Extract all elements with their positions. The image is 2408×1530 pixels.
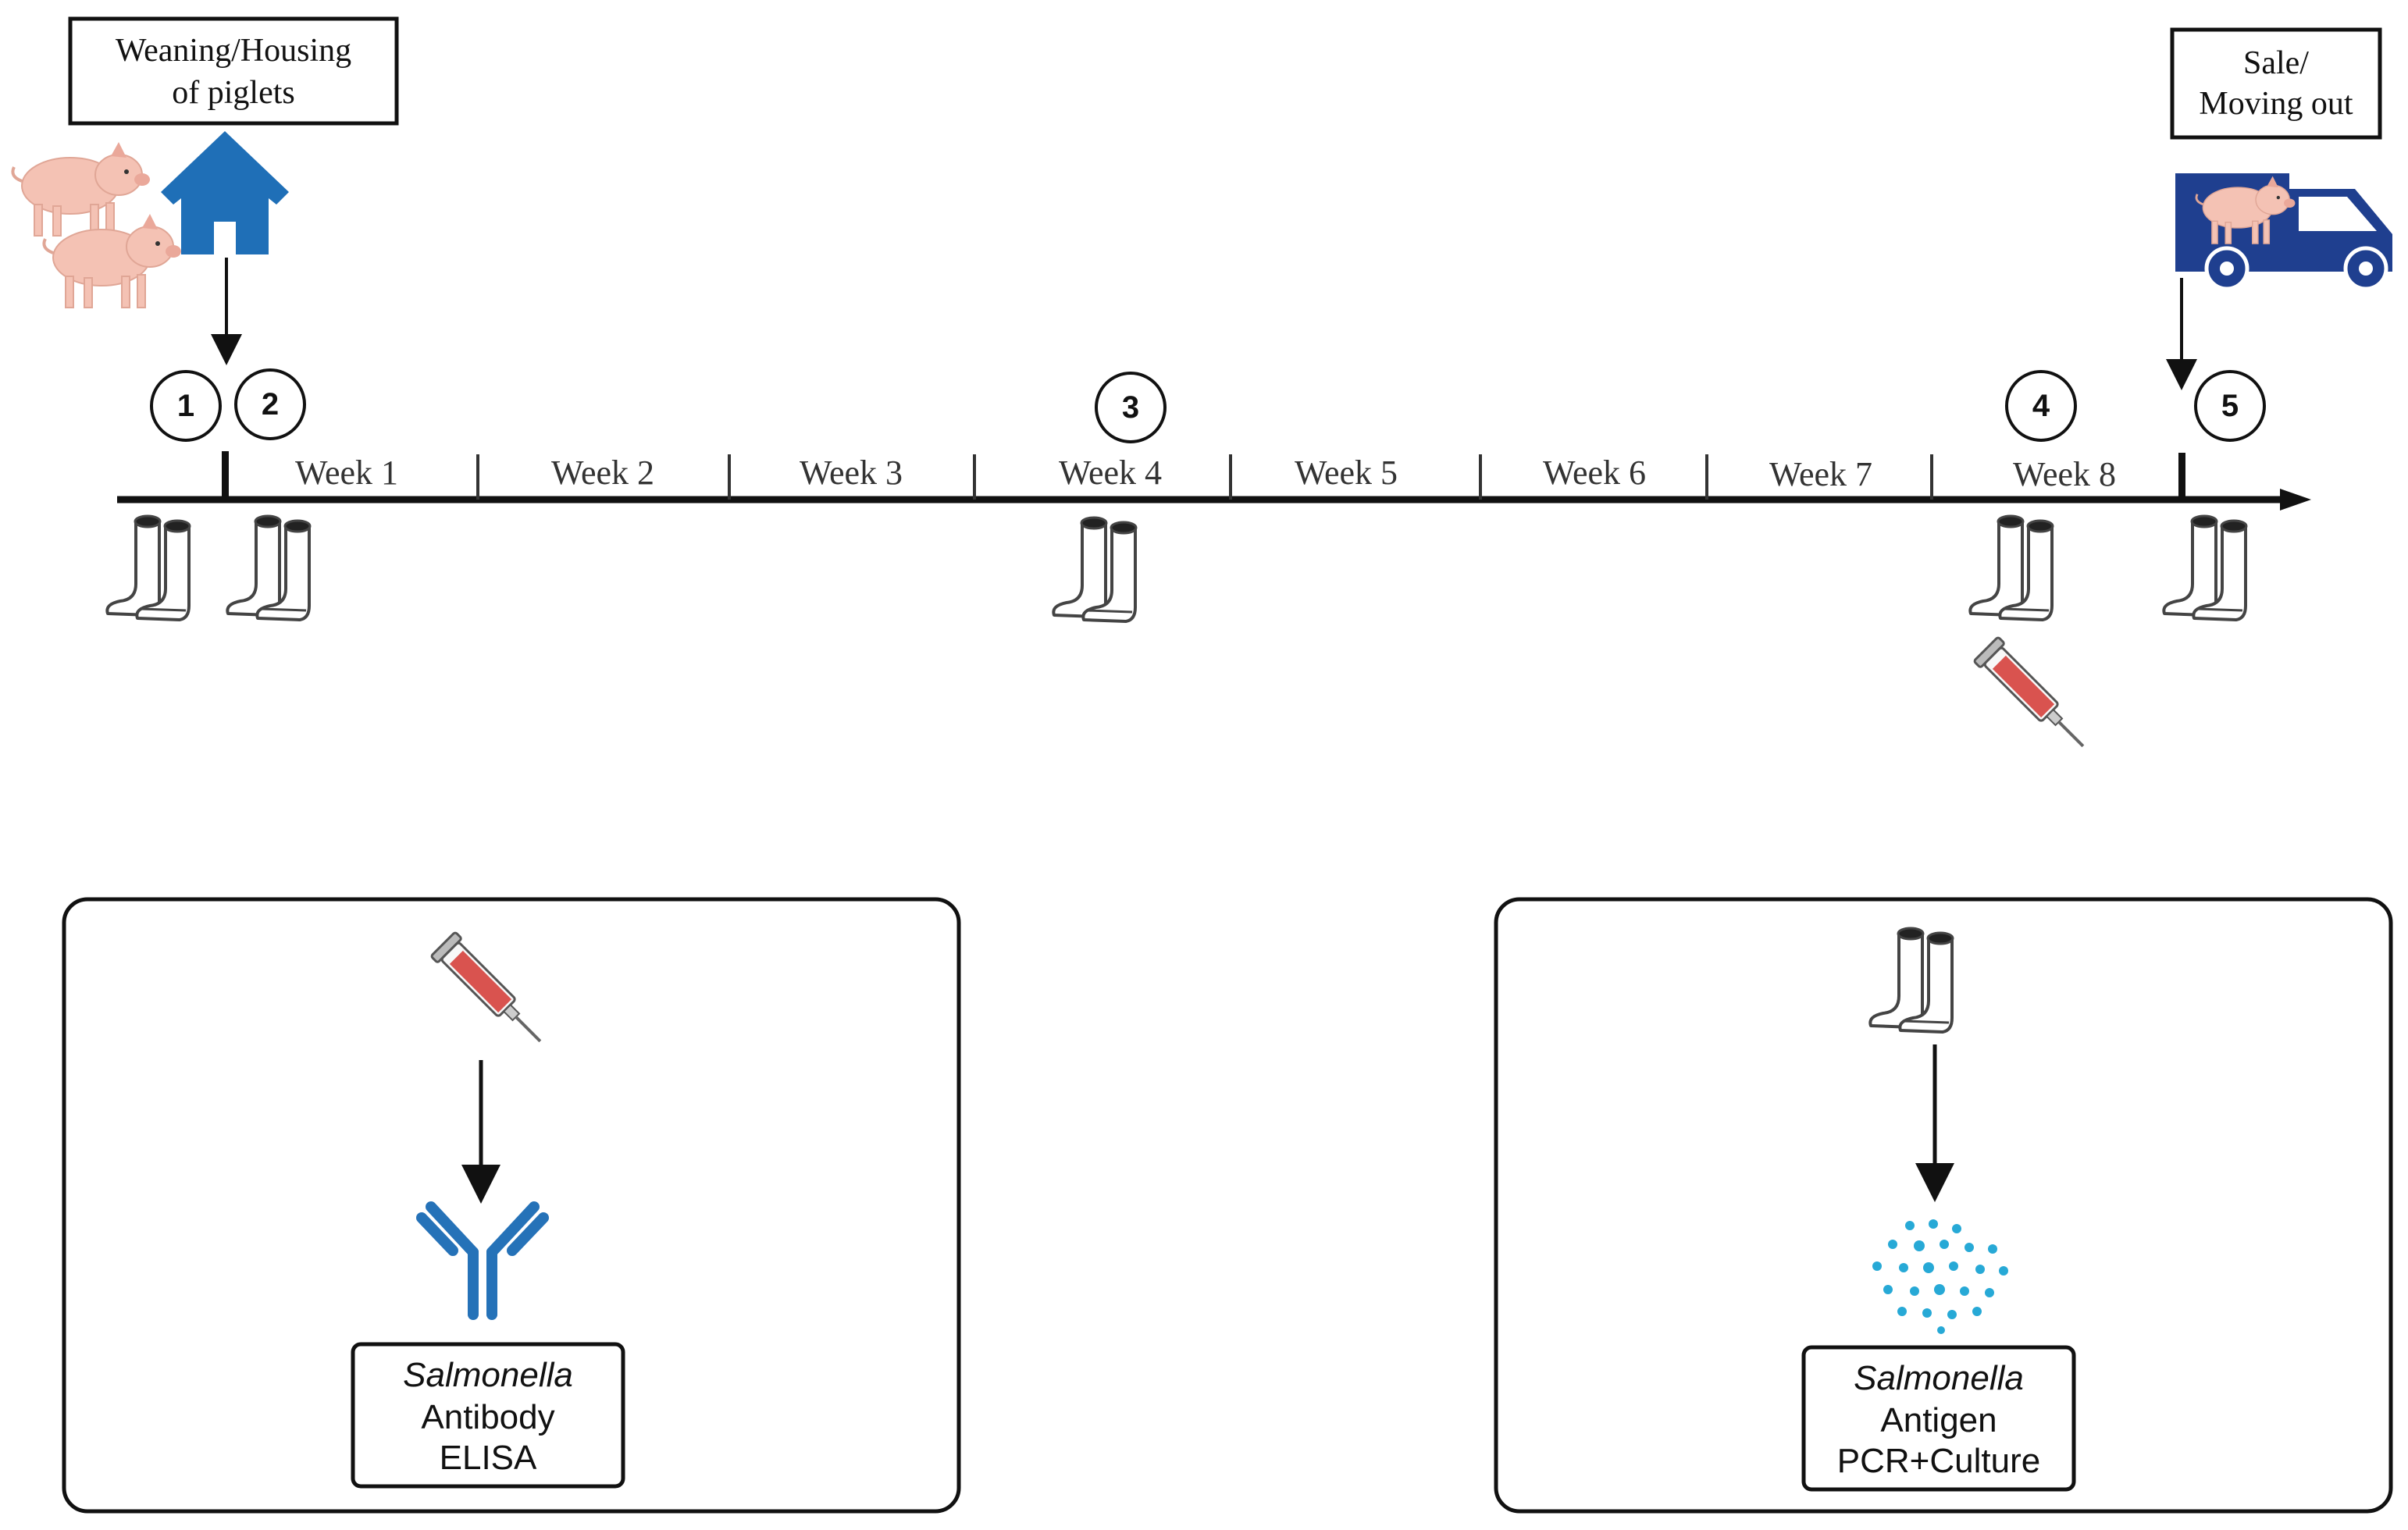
boot-sock-icon [1052,516,1138,623]
antigen-panel: Salmonella Antigen PCR+Culture [1494,897,2393,1514]
antigen-particles-icon [1872,1219,2008,1334]
timeline-end-marker [2178,453,2185,500]
sale-moving-out-label-box: Sale/ Moving out [2170,27,2382,140]
antigen-target: Antigen [1880,1401,1997,1439]
pig-icon-1 [11,141,151,237]
timeline-start-marker [222,451,229,500]
week-label-6: Week 6 [1543,454,1646,492]
sampling-point-1-number: 1 [177,389,194,423]
antibody-method: ELISA [440,1439,537,1477]
weaning-housing-label-line2: of piglets [172,75,294,111]
sampling-point-3: 3 [1095,372,1167,443]
week-label-5: Week 5 [1295,454,1398,492]
sampling-point-1: 1 [150,370,222,442]
boot-sock-icon [1968,514,2054,621]
antibody-target: Antibody [421,1398,554,1436]
sampling-point-3-number: 3 [1122,390,1139,425]
week-label-1: Week 1 [295,454,398,492]
week-dividers [476,454,1933,500]
truck-icon [2175,173,2392,291]
antibody-icon [416,1201,549,1320]
timeline-arrowhead [2280,489,2311,511]
house-icon [161,131,289,254]
week-label-2: Week 2 [551,454,654,492]
week-label-4: Week 4 [1059,454,1162,492]
antigen-organism: Salmonella [1854,1359,2024,1397]
sampling-point-5: 5 [2194,370,2266,442]
sampling-point-4: 4 [2005,370,2077,442]
boot-sock-icon [105,514,191,621]
boot-sock-icon [226,514,312,621]
boot-sock-icon [2162,514,2248,621]
sampling-point-2-number: 2 [262,387,279,422]
sale-label-line2: Moving out [2199,86,2353,122]
sale-label-line1: Sale/ [2243,45,2309,81]
weaning-housing-label-line1: Weaning/Housing [116,33,351,69]
blood-syringe-icon [1972,635,2097,760]
antigen-method: PCR+Culture [1837,1442,2040,1480]
week-label-7: Week 7 [1769,455,1872,493]
weaning-housing-label-box: Weaning/Housing of piglets [68,16,399,126]
week-label-3: Week 3 [800,454,903,492]
week-labels: Week 1 Week 2 Week 3 Week 4 Week 5 Week … [295,454,2116,493]
antibody-organism: Salmonella [403,1356,573,1394]
sampling-point-2: 2 [234,368,306,440]
sampling-point-4-number: 4 [2032,389,2050,423]
antibody-panel: Salmonella Antibody ELISA [62,897,961,1514]
week-label-8: Week 8 [2013,455,2116,493]
sampling-point-5-number: 5 [2221,389,2239,423]
